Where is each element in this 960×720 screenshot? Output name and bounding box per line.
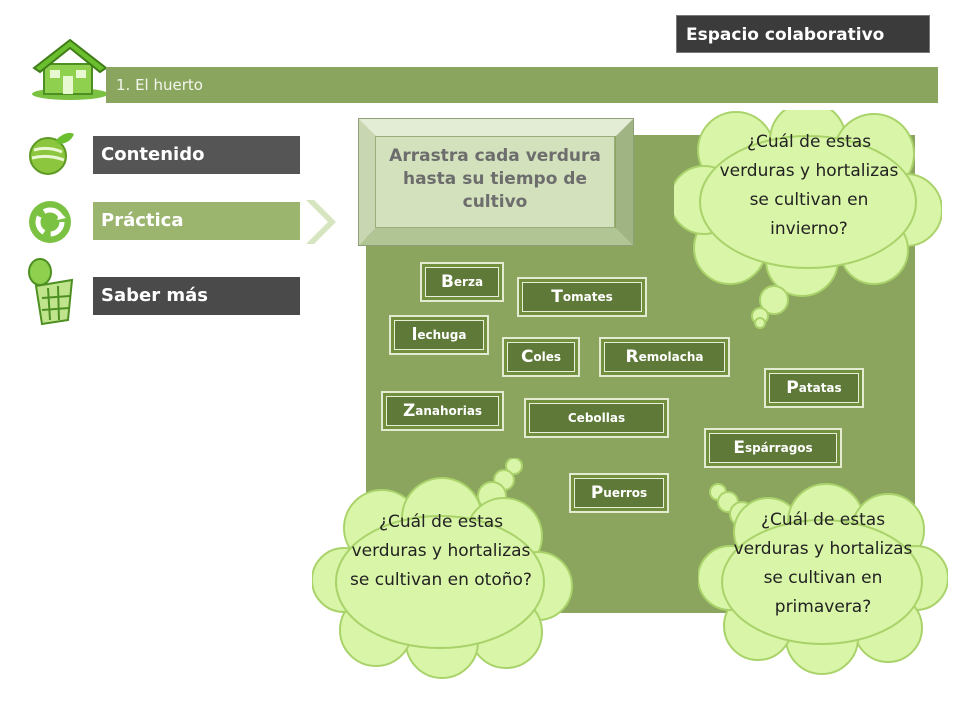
instruction-frame	[358, 118, 634, 246]
thought-cloud-shape	[674, 110, 942, 329]
nav-item-practica[interactable]: Práctica	[93, 202, 300, 240]
target-question-otono: ¿Cuál de estas verduras y hortalizas se …	[350, 512, 532, 590]
drop-target-otono[interactable]: ¿Cuál de estas verduras y hortalizas se …	[312, 458, 574, 680]
topic-breadcrumb: 1. El huerto	[106, 67, 938, 103]
tile-cebollas[interactable]: Cebollas	[524, 398, 669, 438]
active-arrow-icon	[306, 200, 336, 244]
thought-cloud-shape	[312, 458, 573, 679]
nav-item-saber-mas[interactable]: Saber más	[93, 277, 300, 315]
thought-cloud-shape	[698, 483, 948, 675]
drop-target-primavera[interactable]: ¿Cuál de estas verduras y hortalizas se …	[698, 478, 948, 678]
recycle-icon	[29, 201, 71, 243]
house-icon[interactable]	[30, 36, 110, 100]
drop-target-invierno[interactable]: ¿Cuál de estas verduras y hortalizas se …	[674, 110, 942, 335]
target-question-invierno: ¿Cuál de estas verduras y hortalizas se …	[719, 132, 899, 239]
leaf-globe-icon	[29, 132, 74, 175]
nav-item-contenido[interactable]: Contenido	[93, 136, 300, 174]
collaborative-space-button[interactable]: Espacio colaborativo	[676, 15, 930, 53]
recycle-bin-icon	[28, 258, 74, 326]
instruction-text: Arrastra cada verdura hasta su tiempo de…	[375, 136, 615, 228]
target-question-primavera: ¿Cuál de estas verduras y hortalizas se …	[733, 510, 913, 617]
